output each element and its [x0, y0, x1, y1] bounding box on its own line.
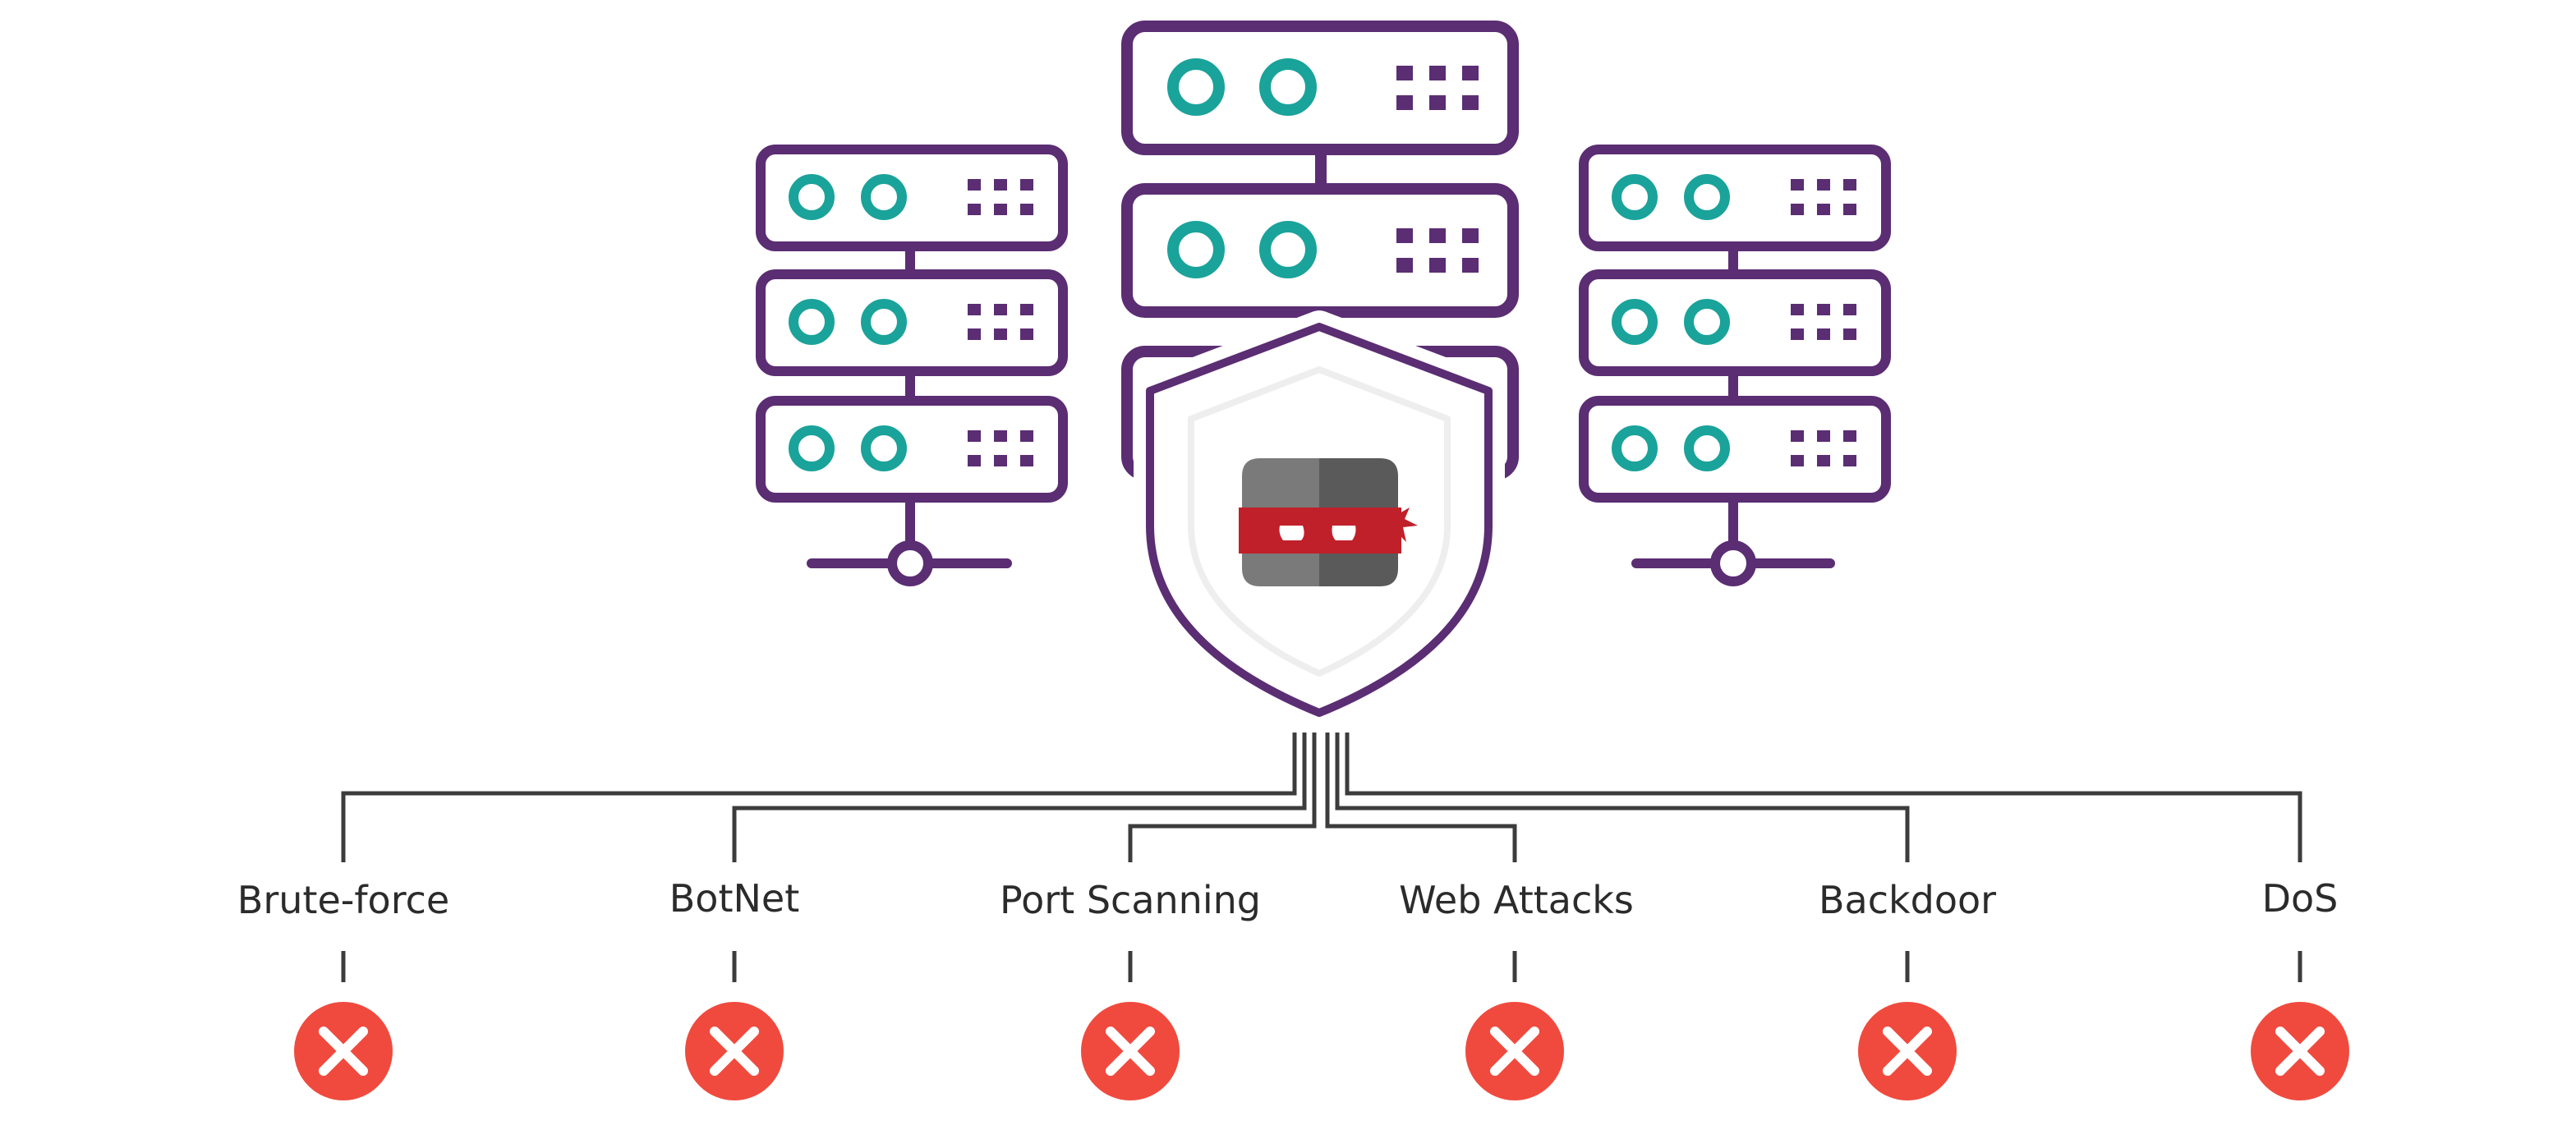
server-unit-left-1: [756, 145, 1068, 251]
x-circle-icon: [685, 1002, 784, 1100]
server-stack-right: [1579, 145, 1891, 586]
server-unit-right-3: [1579, 396, 1891, 503]
threat-item: Port Scanning: [1000, 878, 1261, 1100]
server-unit-right-2: [1579, 269, 1891, 376]
shield-icon: [1134, 310, 1505, 729]
x-circle-icon: [1465, 1002, 1564, 1100]
threat-label: Brute-force: [237, 878, 449, 922]
x-circle-icon: [294, 1002, 393, 1100]
x-circle-icon: [1081, 1002, 1180, 1100]
server-unit-center-1: [1121, 21, 1519, 155]
connector-lines: [341, 733, 2302, 862]
server-unit-left-2: [756, 269, 1068, 376]
server-unit-right-1: [1579, 145, 1891, 251]
threat-item: Brute-force: [237, 878, 449, 1100]
server-stack-left: [756, 145, 1068, 586]
threat-label: Web Attacks: [1399, 878, 1634, 922]
server-unit-center-2: [1121, 183, 1519, 318]
ninja-mask-icon: [1239, 458, 1418, 586]
threat-item: Web Attacks: [1399, 878, 1634, 1100]
threat-item: DoS: [2251, 876, 2349, 1100]
x-circle-icon: [1858, 1002, 1957, 1100]
server-unit-left-3: [756, 396, 1068, 503]
x-circle-icon: [2251, 1002, 2349, 1100]
threat-label: DoS: [2262, 876, 2339, 921]
threat-label: BotNet: [669, 876, 799, 921]
threat-label: Port Scanning: [1000, 878, 1261, 922]
threat-label: Backdoor: [1819, 878, 1996, 922]
threat-item: Backdoor: [1819, 878, 1996, 1100]
threat-item: BotNet: [669, 876, 799, 1100]
